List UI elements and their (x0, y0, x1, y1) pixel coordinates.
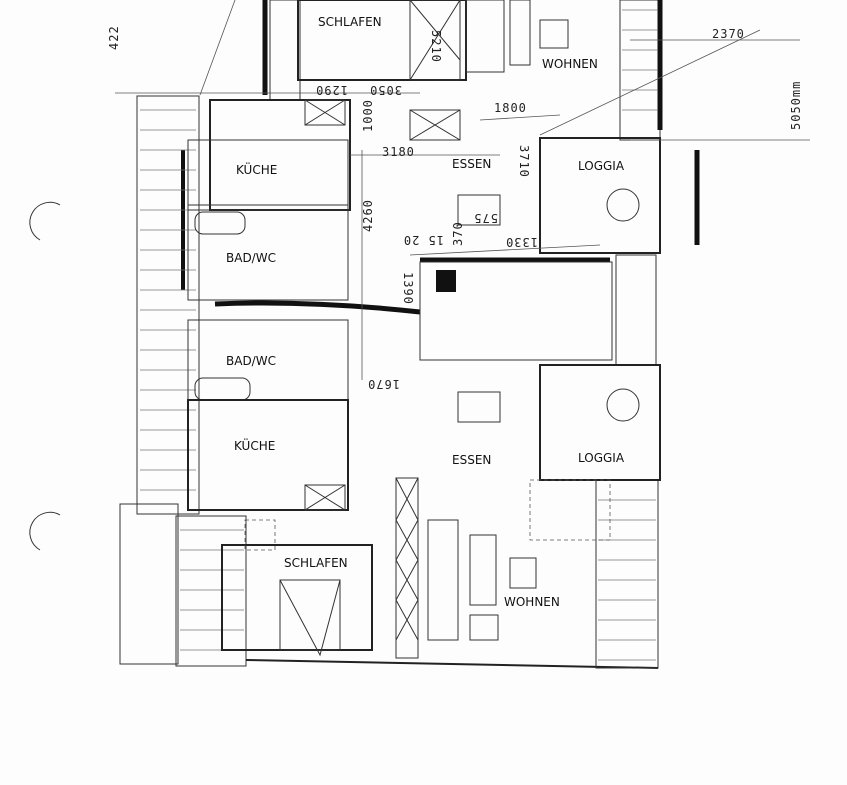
dimension-label: 1000 (361, 99, 375, 132)
dimension-label: 3710 (517, 145, 531, 178)
room-label-schlafen: SCHLAFEN (284, 556, 348, 570)
dimension-label: 3050 (369, 83, 402, 97)
dimension-label: 2370 (712, 27, 745, 41)
dimension-label: 3180 (382, 145, 415, 159)
dimension-label: 15 20 (403, 233, 444, 247)
dimension-label: 5210 (429, 30, 443, 63)
dimension-label: 422 (107, 25, 121, 50)
room-label-bad-wc: BAD/WC (226, 354, 276, 368)
dimension-label: 370 (451, 221, 465, 246)
room-label-loggia: LOGGIA (578, 451, 625, 465)
room-label-kueche: KÜCHE (236, 161, 277, 177)
dimension-label: 1330 (505, 235, 538, 249)
exterior-walls (119, 0, 700, 669)
room-label-kueche: KÜCHE (234, 437, 275, 453)
room-label-essen: ESSEN (452, 157, 491, 171)
room-label-loggia: LOGGIA (578, 159, 625, 173)
room-label-wohnen: WOHNEN (504, 595, 560, 609)
punch-hole-mark (29, 511, 61, 551)
room-label-bad-wc: BAD/WC (226, 251, 276, 265)
dimension-label: 1800 (494, 101, 527, 115)
dimension-label: 1290 (315, 83, 348, 97)
interior-walls (187, 0, 661, 659)
dimension-label: 1670 (367, 377, 400, 391)
dimension-label: 1390 (401, 272, 415, 305)
dimension-label: 5050mm (789, 81, 803, 130)
room-label-wohnen: WOHNEN (542, 57, 598, 71)
dimension-label: 575 (473, 211, 498, 225)
dimension-lines (115, 0, 810, 380)
roof-hatching (140, 9, 658, 661)
room-label-essen: ESSEN (452, 453, 491, 467)
punch-hole-mark (29, 201, 61, 241)
room-label-schlafen: SCHLAFEN (318, 15, 382, 29)
dimension-label: 4260 (361, 199, 375, 232)
